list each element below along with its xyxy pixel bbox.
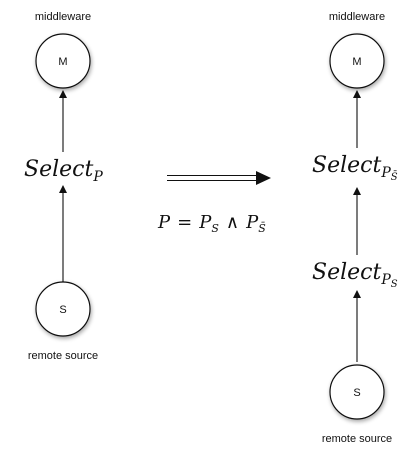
- right-select-operator-upper: SelectPS̄: [312, 153, 398, 183]
- right-middleware-node: M: [329, 33, 385, 89]
- right-middleware-circle: [329, 33, 385, 89]
- right-bottom-label: remote source: [322, 433, 392, 445]
- transformation-arrow: [167, 171, 271, 185]
- left-bottom-label: remote source: [28, 350, 98, 362]
- right-upper-select-subscript: P: [380, 165, 391, 181]
- right-top-label: middleware: [329, 11, 385, 23]
- left-select-subscript: P: [92, 169, 103, 185]
- right-select-operator-lower: SelectPS: [312, 260, 398, 290]
- right-upper-select-subsubscript: S̄: [391, 171, 398, 183]
- left-diagram: middleware M SelectP S remote source: [19, 11, 109, 362]
- left-middleware-node-label: M: [58, 56, 67, 68]
- left-middleware-node: M: [35, 33, 91, 89]
- left-source-circle: [35, 281, 91, 337]
- right-upper-select-name: Select: [312, 153, 381, 178]
- right-lower-select-subsubscript: S: [391, 279, 398, 290]
- equation: P = PS ∧ PS̄: [157, 212, 266, 236]
- right-diagram: middleware M SelectPS̄ SelectPS S remote…: [312, 11, 402, 445]
- left-select-operator: SelectP: [24, 157, 103, 185]
- left-select-name: Select: [24, 157, 93, 182]
- left-source-node-label: S: [59, 304, 66, 316]
- right-middleware-node-label: M: [352, 56, 361, 68]
- left-middleware-circle: [35, 33, 91, 89]
- left-source-node: S: [35, 281, 91, 337]
- left-top-label: middleware: [35, 11, 91, 23]
- right-lower-select-subscript: P: [380, 272, 391, 288]
- right-source-node-label: S: [353, 387, 360, 399]
- right-lower-select-name: Select: [312, 260, 381, 285]
- right-source-node: S: [329, 364, 385, 420]
- right-source-circle: [329, 364, 385, 420]
